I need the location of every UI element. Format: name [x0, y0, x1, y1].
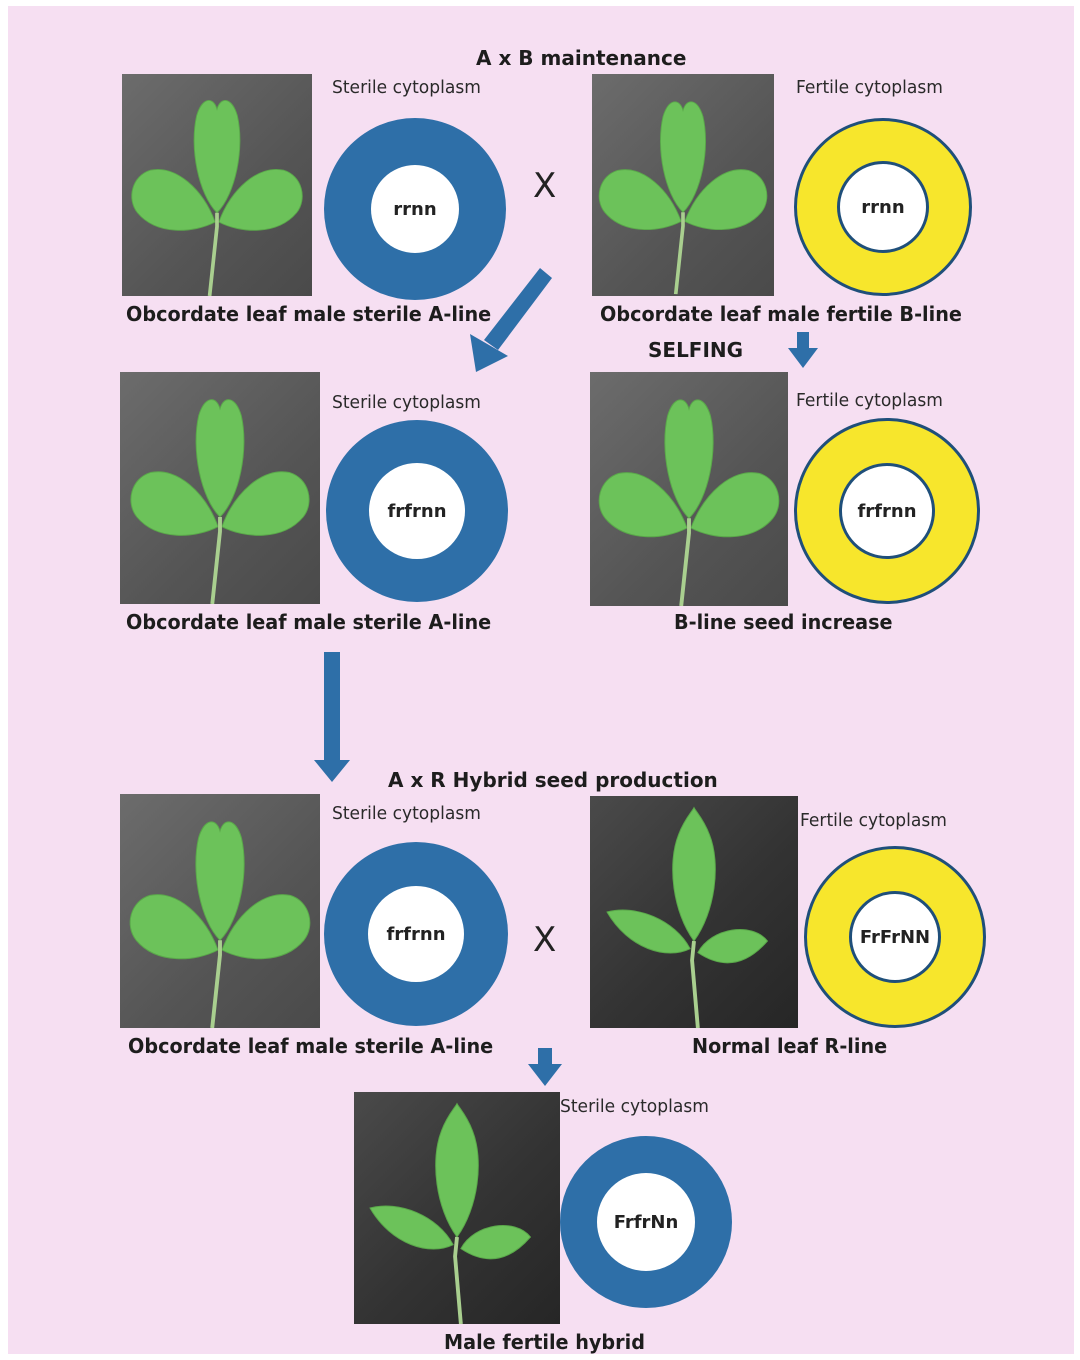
obcordate-leaf-image: [122, 74, 312, 296]
leaf-photo-hybrid: [354, 1092, 560, 1324]
caption-a2: Obcordate leaf male sterile A-line: [126, 610, 491, 634]
obcordate-leaf-image: [120, 794, 320, 1028]
normal-leaf-image: [590, 796, 798, 1028]
heading-selfing: SELFING: [648, 338, 743, 362]
obcordate-leaf-image: [590, 372, 788, 606]
normal-leaf-image: [354, 1092, 560, 1324]
genotype-r1: FrFrNN: [860, 927, 930, 948]
caption-b2: B-line seed increase: [674, 610, 893, 634]
genotype-a3: frfrnn: [386, 924, 445, 945]
cytoplasm-ring-a2: frfrnn: [326, 420, 508, 602]
genotype-b1: rrnn: [861, 197, 904, 218]
leaf-photo-b-line-2: [590, 372, 788, 606]
cytoplasm-label-b2: Fertile cytoplasm: [796, 390, 943, 411]
cytoplasm-ring-a1: rrnn: [324, 118, 506, 300]
cytoplasm-ring-h1: FrfrNn: [560, 1136, 732, 1308]
cross-symbol-hybrid: X: [533, 920, 556, 960]
caption-a1: Obcordate leaf male sterile A-line: [126, 302, 491, 326]
genotype-a2: frfrnn: [387, 501, 446, 522]
cytoplasm-label-h1: Sterile cytoplasm: [560, 1096, 709, 1117]
leaf-photo-a-line-1: [122, 74, 312, 296]
heading-maintenance: A x B maintenance: [476, 46, 686, 70]
cytoplasm-ring-r1: FrFrNN: [804, 846, 986, 1028]
genotype-b2: frfrnn: [857, 501, 916, 522]
leaf-photo-a-line-2: [120, 372, 320, 604]
leaf-photo-a-line-3: [120, 794, 320, 1028]
leaf-photo-b-line-1: [592, 74, 774, 296]
cytoplasm-label-a3: Sterile cytoplasm: [332, 803, 481, 824]
genotype-a1: rrnn: [393, 199, 436, 220]
cytoplasm-ring-b2: frfrnn: [794, 418, 980, 604]
heading-hybrid-production: A x R Hybrid seed production: [388, 768, 718, 792]
caption-b1: Obcordate leaf male fertile B-line: [600, 302, 962, 326]
genotype-h1: FrfrNn: [614, 1212, 679, 1233]
obcordate-leaf-image: [120, 372, 320, 604]
caption-a3: Obcordate leaf male sterile A-line: [128, 1034, 493, 1058]
cross-symbol-maintenance: X: [533, 166, 556, 206]
cytoplasm-ring-b1: rrnn: [794, 118, 972, 296]
cytoplasm-label-a2: Sterile cytoplasm: [332, 392, 481, 413]
cytoplasm-label-a1: Sterile cytoplasm: [332, 77, 481, 98]
cytoplasm-label-b1: Fertile cytoplasm: [796, 77, 943, 98]
caption-r1: Normal leaf R-line: [692, 1034, 887, 1058]
caption-h1: Male fertile hybrid: [444, 1330, 645, 1354]
obcordate-leaf-image: [592, 74, 774, 296]
cytoplasm-ring-a3: frfrnn: [324, 842, 508, 1026]
leaf-photo-r-line: [590, 796, 798, 1028]
cytoplasm-label-r1: Fertile cytoplasm: [800, 810, 947, 831]
